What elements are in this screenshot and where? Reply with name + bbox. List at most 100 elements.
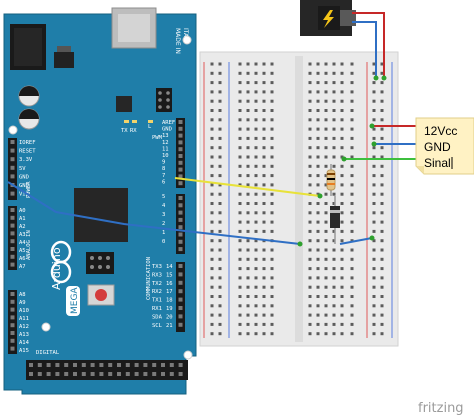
analog-pin-label: A5: [19, 248, 26, 254]
note-line-sinal: Sinal: [424, 156, 451, 170]
analog-pin-label: A7: [19, 264, 26, 270]
tx-label: TX: [121, 128, 128, 134]
power-pin-label: RESET: [19, 149, 36, 155]
comm-pin-number: 21: [166, 323, 173, 329]
comm-pin-number: 15: [166, 272, 173, 278]
header-pin-holes: [10, 120, 183, 376]
power-pin-label: GND: [19, 183, 29, 189]
header-pin-label: GND: [162, 127, 172, 133]
mega-badge: [66, 286, 80, 316]
analog-pin-label: A0: [19, 208, 26, 214]
power-pin-label: 5V: [19, 166, 26, 172]
lightning-icon: [323, 10, 334, 28]
note-line-gnd: GND: [424, 140, 451, 154]
status-leds: TX RX L: [121, 120, 153, 134]
svg-text:POWER: POWER: [26, 181, 32, 198]
analog-pin-label: A9: [19, 300, 26, 306]
analog-pin-label: A15: [19, 348, 29, 354]
svg-text:ITALY: ITALY: [182, 28, 189, 44]
mega-text: MEGA: [70, 287, 80, 314]
wire-ends: [297, 75, 387, 247]
wire-yellow-pin8: [174, 177, 321, 197]
atmega-processor: [74, 188, 128, 242]
analog-pin-label: A3: [19, 232, 26, 238]
header-pin-label: 6: [162, 179, 165, 185]
header-pin-label: 2: [162, 221, 165, 227]
header-pin-label: 13: [162, 133, 169, 139]
svg-text:ANALOG IN: ANALOG IN: [26, 230, 32, 260]
header-pin-label: 11: [162, 146, 169, 152]
analog-pin-label: A14: [19, 340, 30, 346]
dc-barrel-jack: [10, 24, 46, 70]
analog-pin-label: A1: [19, 216, 26, 222]
svg-text:MADE IN: MADE IN: [174, 28, 181, 54]
power-pin-label: IOREF: [19, 140, 36, 146]
power-jack: [300, 0, 356, 36]
analog-pin-label: A2: [19, 224, 26, 230]
comm-pin-number: 20: [166, 314, 173, 320]
connection-note: 12Vcc GND Sinal: [415, 117, 474, 175]
power-pin-label: 3.3V: [19, 157, 33, 163]
analog-pin-label: A8: [19, 292, 26, 298]
rx-label: RX: [130, 128, 137, 134]
analog-pin-label: A4: [19, 240, 26, 246]
power-pin-label: Vin: [19, 192, 29, 198]
wire-red-power: [352, 12, 424, 127]
power-label: POWER: [26, 181, 32, 198]
analog-pin-label: A6: [19, 256, 26, 262]
wire-blue-gnd: [7, 181, 373, 245]
made-in-label: MADE IN ITALY: [174, 28, 189, 54]
comm-pin-label: SCL: [152, 323, 163, 329]
capacitor: [18, 85, 40, 107]
svg-text:COMMUNICATION: COMMUNICATION: [146, 257, 152, 300]
comm-pin-number: 16: [166, 281, 173, 287]
digital-header-right: [176, 118, 185, 332]
digital-label: DIGITAL: [36, 350, 60, 356]
header-pin-label: 7: [162, 173, 165, 179]
header-pin-label: 8: [162, 166, 165, 172]
analog-header: [8, 206, 17, 354]
comm-pin-label: SDA: [152, 314, 163, 320]
resistor: [326, 164, 336, 196]
analog-pin-label: A10: [19, 308, 29, 314]
header-pin-label: 10: [162, 153, 169, 159]
usb-controller-chip: [116, 96, 132, 112]
communication-label: COMMUNICATION: [146, 257, 152, 300]
note-line-12vcc: 12Vcc: [424, 124, 457, 138]
comm-pin-label: TX2: [152, 281, 162, 287]
breadboard-holes: [210, 62, 384, 336]
voltage-regulator: [54, 46, 74, 68]
comm-pin-label: RX1: [152, 306, 162, 312]
icsp-header-2: [86, 252, 114, 274]
comm-pin-number: 14: [166, 264, 173, 270]
comm-pin-number: 18: [166, 298, 173, 304]
comm-pin-label: TX3: [152, 264, 162, 270]
header-pin-label: 5: [162, 194, 165, 200]
header-pin-label: 12: [162, 140, 169, 146]
capacitor: [18, 108, 40, 130]
infinity-logo: [50, 240, 72, 284]
analog-pin-label: A11: [19, 316, 29, 322]
icsp-header: [156, 88, 172, 112]
fritzing-watermark: fritzing: [418, 401, 464, 416]
comm-pin-number: 19: [166, 306, 173, 312]
header-pin-label: AREF: [162, 120, 175, 126]
breadboard: [199, 51, 399, 347]
header-pin-label: 4: [162, 203, 166, 209]
header-pin-label: 9: [162, 160, 165, 166]
pwm-label: PWM: [152, 135, 163, 141]
comm-pin-label: RX2: [152, 289, 162, 295]
reset-button: [87, 284, 115, 306]
header-pin-label: 0: [162, 239, 165, 245]
header-pin-label: 1: [162, 230, 165, 236]
analog-pin-label: A13: [19, 332, 29, 338]
analog-pin-label: A12: [19, 324, 29, 330]
comm-pin-label: RX3: [152, 272, 162, 278]
analog-label: ANALOG IN: [26, 230, 32, 260]
l-label: L: [148, 124, 152, 130]
comm-pin-number: 17: [166, 289, 173, 295]
